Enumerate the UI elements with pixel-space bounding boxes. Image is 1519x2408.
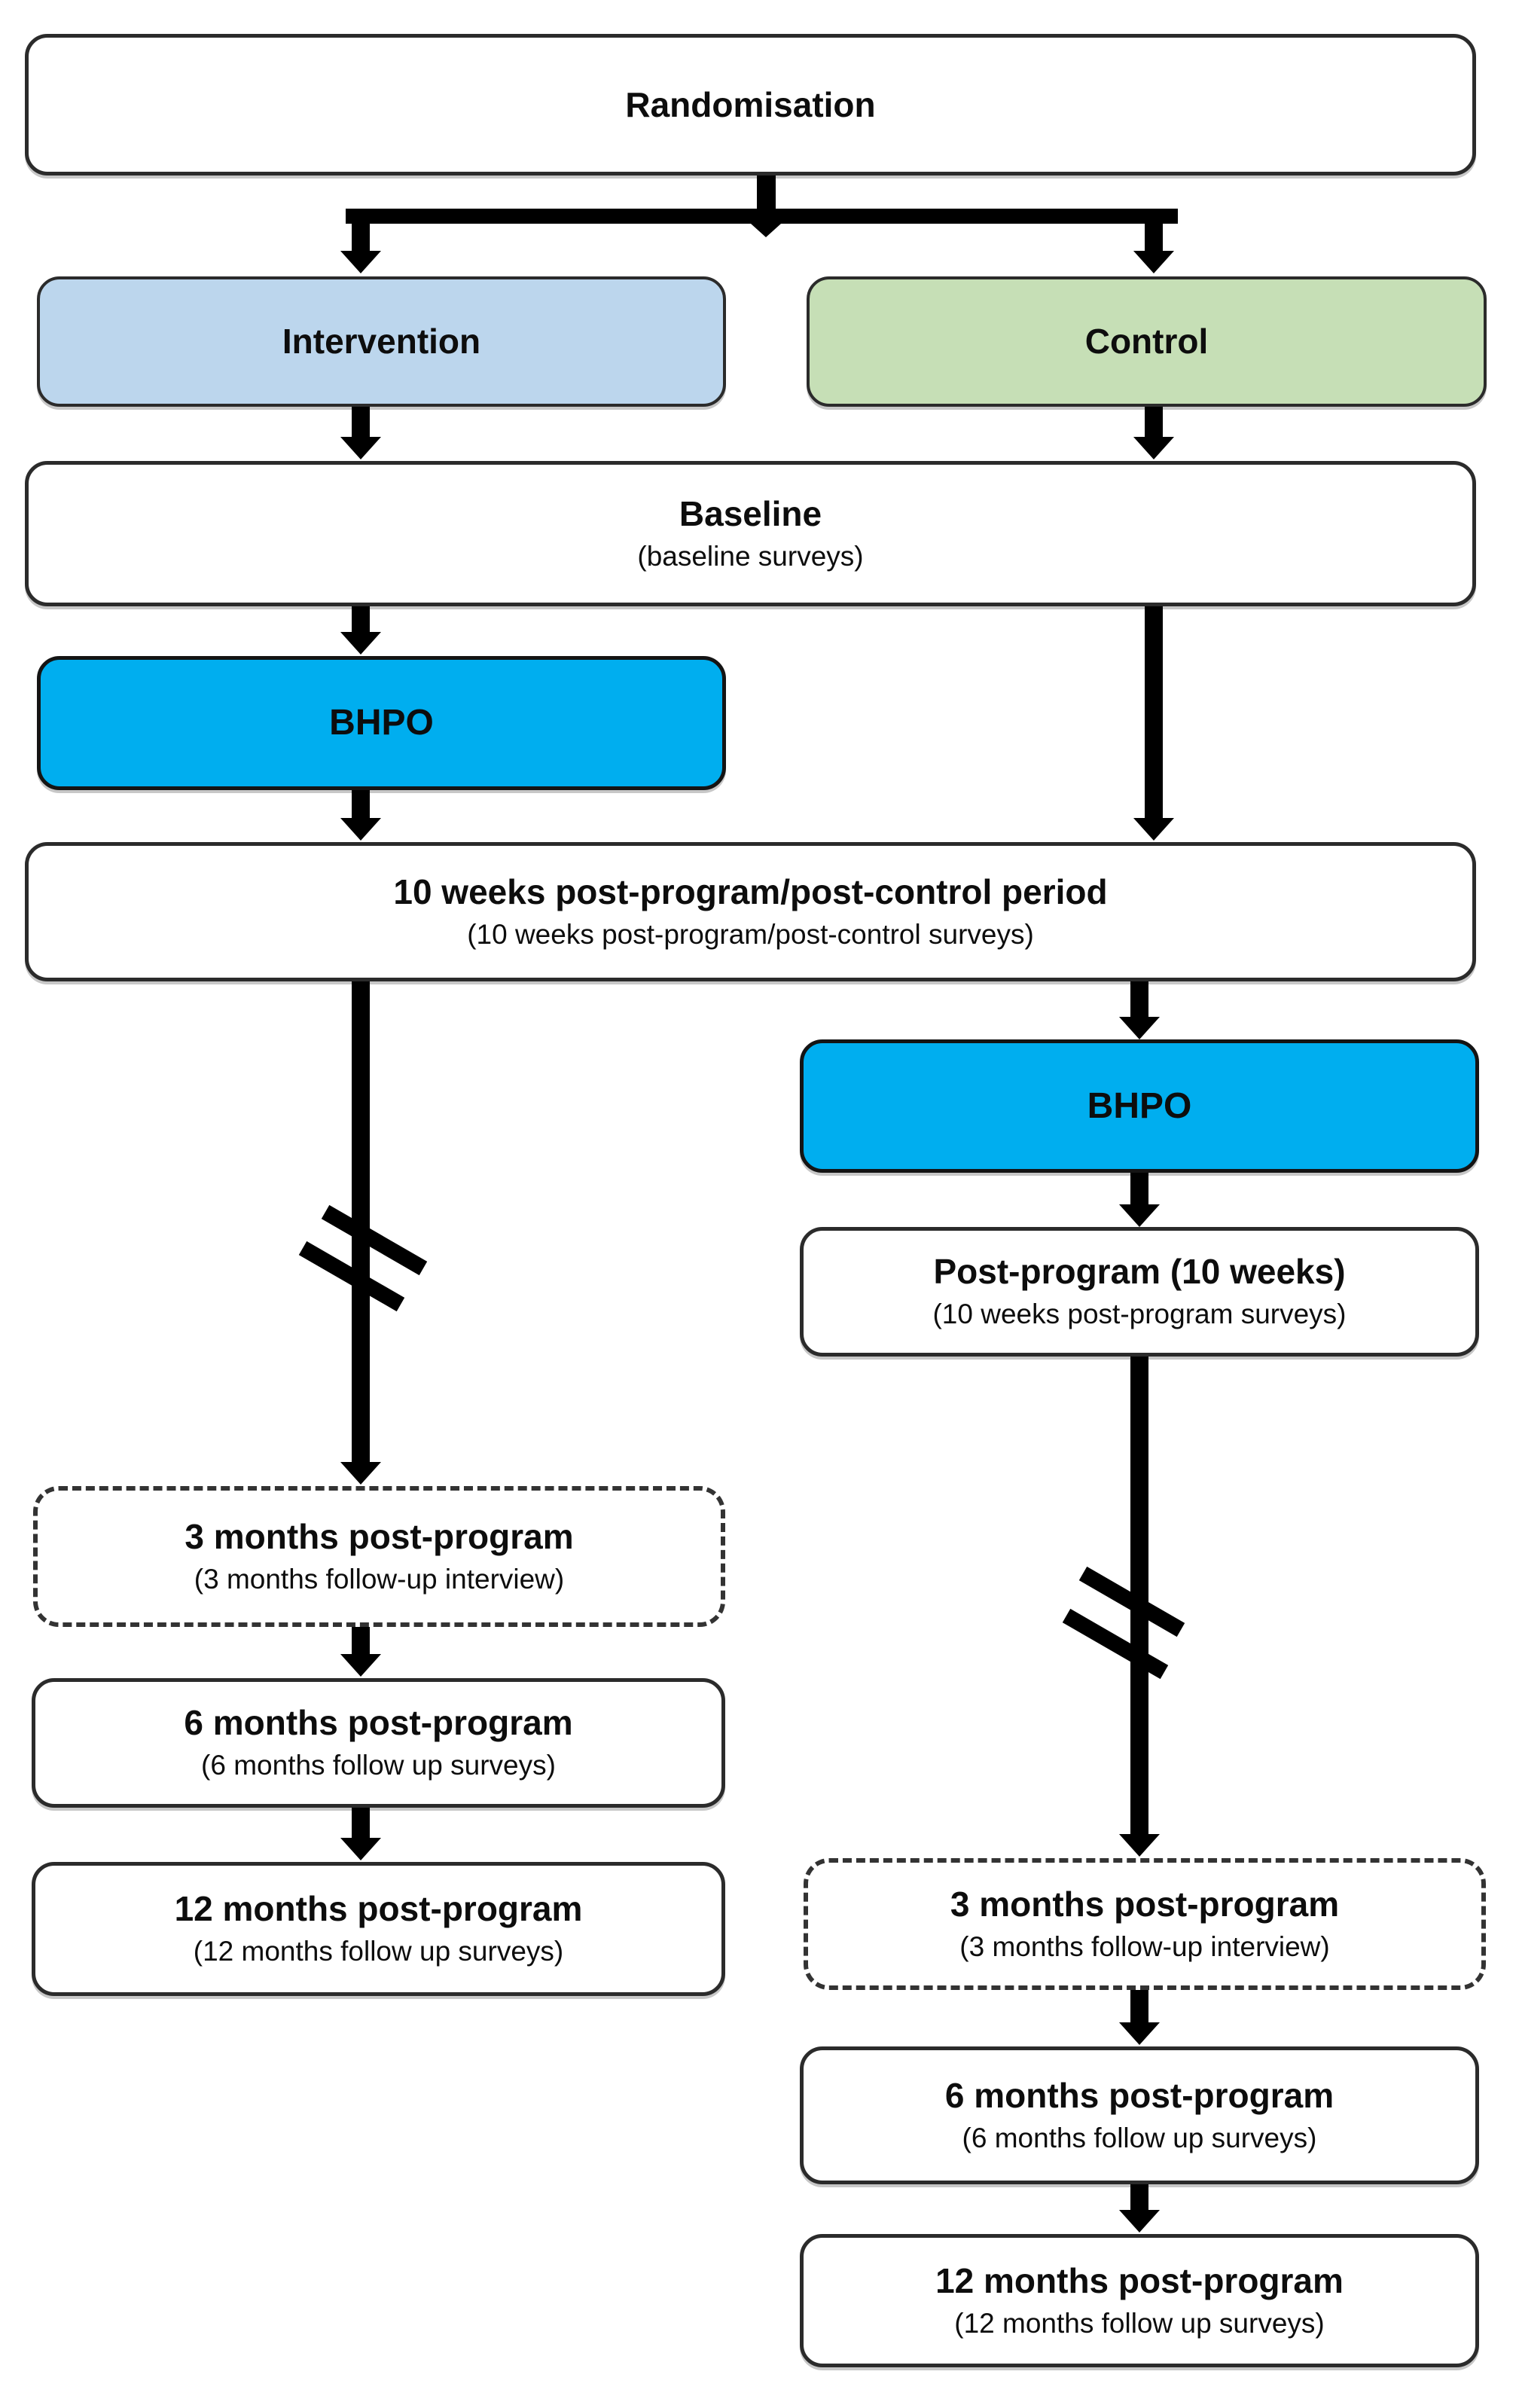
twelve-months-intervention-title: 12 months post-program: [174, 1889, 583, 1929]
twelve-months-control-node: 12 months post-program (12 months follow…: [800, 2234, 1479, 2367]
arrow-to-intervention-head: [340, 251, 381, 273]
randomisation-node: Randomisation: [25, 34, 1476, 175]
arrow-6m-12m-right-head: [1119, 2210, 1160, 2233]
split-connector-tail: [751, 224, 781, 237]
arrow-to-intervention-stem: [352, 209, 370, 252]
baseline-subtitle: (baseline surveys): [637, 540, 864, 572]
bhpo-intervention-title: BHPO: [329, 703, 434, 743]
arrow-postprogram-3months-right-head: [1119, 1834, 1160, 1857]
arrow-intervention-baseline-stem: [352, 407, 370, 438]
arrow-baseline-tenweeks-stem: [1145, 606, 1163, 819]
arrow-bhpo-postprogram-stem: [1130, 1173, 1148, 1205]
post-program-node: Post-program (10 weeks) (10 weeks post-p…: [800, 1227, 1479, 1357]
arrow-bhpo-postprogram-head: [1119, 1204, 1160, 1227]
arrow-tenweeks-bhpo-control-head: [1119, 1017, 1160, 1039]
twelve-months-intervention-subtitle: (12 months follow up surveys): [193, 1936, 564, 1967]
split-connector-bar: [346, 209, 1178, 224]
intervention-title: Intervention: [282, 322, 481, 362]
arrow-3m-6m-left-head: [340, 1654, 381, 1677]
arrow-6m-12m-right-stem: [1130, 2184, 1148, 2211]
bhpo-control-node: BHPO: [800, 1039, 1479, 1173]
baseline-title: Baseline: [679, 493, 822, 533]
six-months-intervention-node: 6 months post-program (6 months follow u…: [32, 1678, 725, 1808]
arrow-baseline-bhpo-stem: [352, 606, 370, 633]
arrow-control-baseline-stem: [1145, 407, 1163, 438]
arrow-baseline-tenweeks-head: [1133, 818, 1174, 841]
arrow-tenweeks-bhpo-control-stem: [1130, 981, 1148, 1018]
arrow-6m-12m-left-stem: [352, 1808, 370, 1839]
randomisation-title: Randomisation: [625, 84, 876, 124]
control-node: Control: [807, 276, 1487, 407]
twelve-months-intervention-node: 12 months post-program (12 months follow…: [32, 1862, 725, 1996]
arrow-to-control-stem: [1145, 209, 1163, 252]
post-program-subtitle: (10 weeks post-program surveys): [932, 1299, 1347, 1330]
twelve-months-control-subtitle: (12 months follow up surveys): [954, 2307, 1325, 2339]
three-months-control-title: 3 months post-program: [950, 1884, 1340, 1924]
ten-weeks-node: 10 weeks post-program/post-control perio…: [25, 842, 1476, 981]
three-months-control-subtitle: (3 months follow-up interview): [959, 1930, 1330, 1962]
arrow-3m-6m-right-stem: [1130, 1990, 1148, 2024]
ten-weeks-title: 10 weeks post-program/post-control perio…: [393, 871, 1108, 911]
arrow-tenweeks-3months-left-head: [340, 1462, 381, 1485]
baseline-node: Baseline (baseline surveys): [25, 461, 1476, 606]
three-months-control-node: 3 months post-program (3 months follow-u…: [804, 1858, 1486, 1990]
arrow-3m-6m-right-head: [1119, 2022, 1160, 2045]
three-months-intervention-subtitle: (3 months follow-up interview): [194, 1563, 565, 1595]
split-connector-stem: [757, 175, 776, 210]
six-months-intervention-subtitle: (6 months follow up surveys): [201, 1750, 556, 1781]
bhpo-control-title: BHPO: [1087, 1085, 1192, 1126]
arrow-intervention-baseline-head: [340, 437, 381, 459]
six-months-intervention-title: 6 months post-program: [184, 1703, 573, 1743]
six-months-control-node: 6 months post-program (6 months follow u…: [800, 2046, 1479, 2184]
arrow-bhpo-tenweeks-head: [340, 818, 381, 841]
post-program-title: Post-program (10 weeks): [933, 1252, 1346, 1292]
bhpo-intervention-node: BHPO: [37, 656, 726, 790]
arrow-6m-12m-left-head: [340, 1838, 381, 1860]
arrow-to-control-head: [1133, 251, 1174, 273]
three-months-intervention-node: 3 months post-program (3 months follow-u…: [33, 1486, 725, 1627]
arrow-baseline-bhpo-head: [340, 632, 381, 655]
intervention-node: Intervention: [37, 276, 726, 407]
arrow-3m-6m-left-stem: [352, 1627, 370, 1656]
six-months-control-title: 6 months post-program: [944, 2075, 1334, 2115]
arrow-bhpo-tenweeks-stem: [352, 790, 370, 819]
ten-weeks-subtitle: (10 weeks post-program/post-control surv…: [467, 918, 1034, 950]
six-months-control-subtitle: (6 months follow up surveys): [962, 2122, 1317, 2153]
twelve-months-control-title: 12 months post-program: [935, 2260, 1344, 2300]
three-months-intervention-title: 3 months post-program: [185, 1516, 574, 1556]
control-title: Control: [1084, 322, 1209, 362]
arrow-control-baseline-head: [1133, 437, 1174, 459]
